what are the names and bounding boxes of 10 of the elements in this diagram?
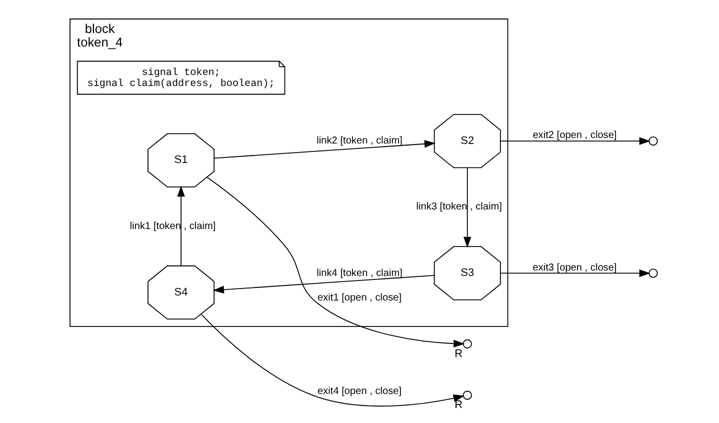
node-label: R [454,348,462,360]
edge-label: exit4 [open , close] [317,386,402,398]
edge-label: exit2 [open , close] [532,130,616,142]
edge-label: link3 [token , claim] [416,202,502,213]
edge-label: exit1 [open , close] [317,292,402,304]
edge-label: link4 [token , claim] [316,268,402,279]
edge-label: link1 [token , claim] [129,220,216,232]
edge-label: link2 [token , claim] [316,136,402,147]
edge-label: exit3 [open , close] [532,262,616,274]
node-label: R [454,399,462,412]
